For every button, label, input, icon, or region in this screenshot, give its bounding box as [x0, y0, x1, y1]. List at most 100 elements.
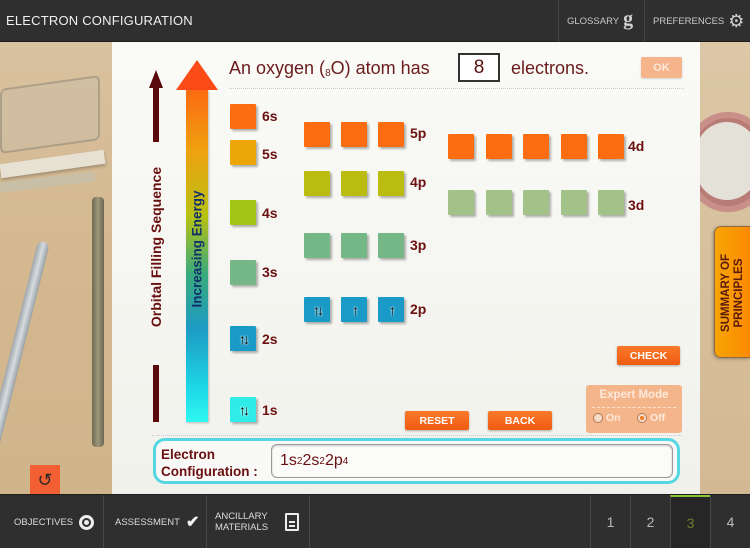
document-icon: [285, 513, 300, 531]
orbital-box-5s[interactable]: [230, 140, 256, 165]
question-prefix: An oxygen (: [229, 58, 326, 78]
orbital-box-2s[interactable]: ↑↓: [230, 326, 256, 351]
orbital-label-3s: 3s: [262, 264, 278, 280]
glossary-icon: g: [623, 7, 634, 30]
undo-button[interactable]: ↺: [30, 465, 60, 495]
divider: [229, 88, 684, 89]
orbital-box-3p-2[interactable]: [341, 233, 367, 258]
config-term: 2p: [324, 452, 343, 469]
orbital-box-3d-5[interactable]: [598, 190, 624, 215]
checkmark-icon: ✔: [185, 514, 200, 531]
increasing-energy-label: Increasing Energy: [189, 190, 205, 308]
orbital-box-3d-4[interactable]: [561, 190, 587, 215]
orbital-label-2p: 2p: [410, 301, 427, 317]
ancillary-line2: MATERIALS: [215, 522, 269, 533]
electron-arrows: ↑↓: [239, 330, 250, 347]
page-1-button[interactable]: 1: [590, 495, 630, 548]
summary-line1: SUMMARY OF: [720, 254, 732, 332]
expert-mode-on-radio[interactable]: On: [593, 412, 621, 424]
electron-arrows: ↑↓: [239, 401, 250, 418]
orbital-box-5p-2[interactable]: [341, 122, 367, 147]
atomic-number: 8: [325, 68, 331, 79]
glossary-button[interactable]: GLOSSARY g: [558, 0, 644, 42]
question-element: O) atom has: [330, 58, 430, 78]
orbital-label-4d: 4d: [628, 138, 645, 154]
orbital-label-4s: 4s: [262, 205, 278, 221]
expert-mode-divider: [592, 407, 676, 408]
radio-on-label: On: [606, 412, 621, 424]
reset-button[interactable]: RESET: [405, 411, 469, 430]
assessment-label: ASSESSMENT: [115, 516, 180, 528]
orbital-box-5p-1[interactable]: [304, 122, 330, 147]
radio-selected-indicator: [637, 413, 647, 423]
summary-line2: PRINCIPLES: [733, 258, 745, 328]
orbital-box-5p-3[interactable]: [378, 122, 404, 147]
orbital-box-4p-2[interactable]: [341, 171, 367, 196]
config-term: 1s: [280, 452, 297, 469]
page-4-button[interactable]: 4: [710, 495, 750, 548]
orbital-box-4d-1[interactable]: [448, 134, 474, 159]
olive-pen-image: [92, 197, 104, 447]
orbital-box-3s[interactable]: [230, 260, 256, 285]
question-text: An oxygen (8O) atom has: [229, 58, 430, 79]
config-exponent: 2: [319, 455, 325, 467]
expert-mode-off-radio[interactable]: Off: [637, 412, 665, 424]
page-2-button[interactable]: 2: [630, 495, 670, 548]
config-label-line2: Configuration :: [161, 464, 258, 479]
top-bar: ELECTRON CONFIGURATION GLOSSARY g PREFER…: [0, 0, 750, 42]
orbital-box-4d-2[interactable]: [486, 134, 512, 159]
back-button[interactable]: BACK: [488, 411, 552, 430]
orbital-box-4d-5[interactable]: [598, 134, 624, 159]
assessment-button[interactable]: ASSESSMENT ✔: [104, 495, 207, 548]
orbital-box-4p-1[interactable]: [304, 171, 330, 196]
ancillary-materials-button[interactable]: ANCILLARY MATERIALS: [207, 495, 310, 548]
expert-mode-title: Expert Mode: [599, 389, 669, 401]
electron-arrows: ↑: [389, 301, 396, 318]
orbital-label-5p: 5p: [410, 125, 427, 141]
objectives-button[interactable]: OBJECTIVES: [0, 495, 104, 548]
page-3-button[interactable]: 3: [670, 495, 710, 548]
orbital-label-2s: 2s: [262, 331, 278, 347]
electron-arrows: ↑: [352, 301, 359, 318]
orbital-label-3p: 3p: [410, 237, 427, 253]
orbital-box-3d-1[interactable]: [448, 190, 474, 215]
orbital-box-2p-2[interactable]: ↑: [341, 297, 367, 322]
expert-mode-panel: Expert Mode On Off: [586, 385, 682, 433]
orbital-label-5s: 5s: [262, 146, 278, 162]
preferences-button[interactable]: PREFERENCES ⚙: [644, 0, 750, 42]
ok-button[interactable]: OK: [641, 57, 682, 78]
orbital-box-4p-3[interactable]: [378, 171, 404, 196]
orbital-box-2p-1[interactable]: ↑↓: [304, 297, 330, 322]
glass-object: [0, 74, 100, 155]
orbital-box-3p-3[interactable]: [378, 233, 404, 258]
orbital-box-6s[interactable]: [230, 104, 256, 129]
app-title: ELECTRON CONFIGURATION: [6, 13, 193, 28]
question-suffix: electrons.: [511, 58, 590, 78]
orbital-box-4d-3[interactable]: [523, 134, 549, 159]
orbital-box-2p-3[interactable]: ↑: [378, 297, 404, 322]
summary-of-principles-tab[interactable]: SUMMARY OF PRINCIPLES: [714, 226, 750, 358]
divider: [152, 435, 682, 436]
energy-arrow-shaft: [186, 90, 208, 422]
summary-tab-label: SUMMARY OF PRINCIPLES: [720, 254, 746, 332]
energy-arrow-head-icon: [176, 60, 218, 90]
undo-icon: ↺: [37, 469, 53, 490]
sequence-arrow-head-icon: [149, 70, 163, 88]
sequence-arrow-shaft: [153, 87, 159, 142]
orbital-box-3d-3[interactable]: [523, 190, 549, 215]
silver-pen-image: [0, 240, 50, 448]
gear-icon: ⚙: [728, 10, 745, 31]
electron-configuration-label: Electron Configuration :: [161, 446, 258, 480]
orbital-box-4d-4[interactable]: [561, 134, 587, 159]
orbital-box-4s[interactable]: [230, 200, 256, 225]
check-button[interactable]: CHECK: [617, 346, 680, 365]
preferences-label: PREFERENCES: [653, 15, 725, 27]
orbital-box-1s[interactable]: ↑↓: [230, 397, 256, 422]
electron-count-input[interactable]: 8: [458, 53, 500, 82]
orbital-box-3p-1[interactable]: [304, 233, 330, 258]
orbital-box-3d-2[interactable]: [486, 190, 512, 215]
bottom-bar: OBJECTIVES ASSESSMENT ✔ ANCILLARY MATERI…: [0, 494, 750, 548]
target-icon: [79, 514, 95, 530]
